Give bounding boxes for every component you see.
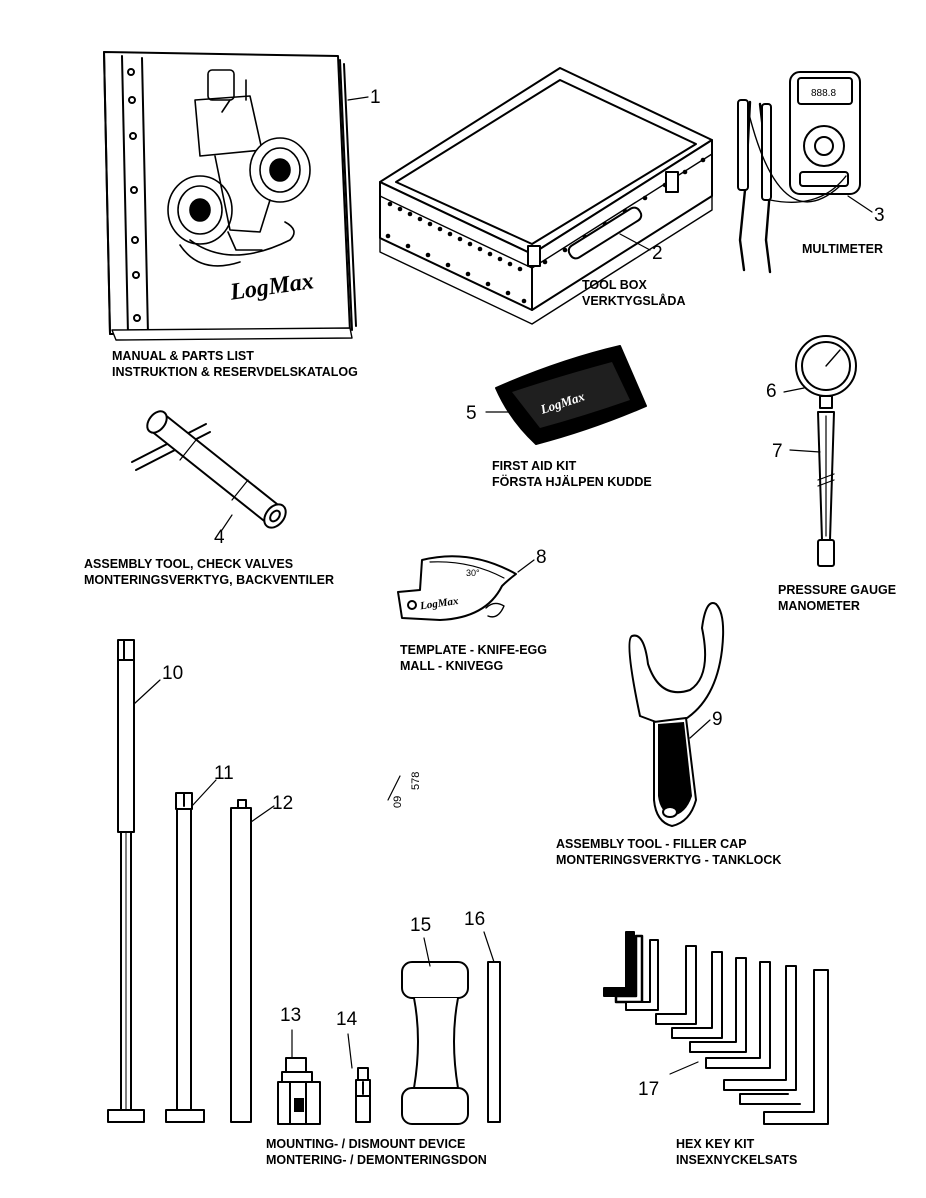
knife-template-illustration xyxy=(397,555,517,621)
caption-pressure-gauge-en: PRESSURE GAUGE xyxy=(778,583,897,597)
drawing-number-code: 578 xyxy=(410,771,422,790)
caption-mounting-device-en: MOUNTING- / DISMOUNT DEVICE xyxy=(266,1137,466,1151)
caption-hex-key-kit-sv: INSEXNYCKELSATS xyxy=(676,1153,798,1167)
caption-knife-template: TEMPLATE - KNIFE-EGG MALL - KNIVEGG xyxy=(400,642,547,674)
caption-manual-en: MANUAL & PARTS LIST xyxy=(112,349,254,363)
tool-box-illustration xyxy=(379,67,713,325)
spool-15-illustration xyxy=(401,961,469,1125)
item-number-12: 12 xyxy=(272,793,294,814)
caption-knife-template-en: TEMPLATE - KNIFE-EGG xyxy=(400,643,547,657)
caption-tool-box-en: TOOL BOX xyxy=(582,278,647,292)
caption-first-aid-kit-sv: FÖRSTA HJÄLPEN KUDDE xyxy=(492,475,652,489)
caption-pressure-gauge: PRESSURE GAUGE MANOMETER xyxy=(778,582,896,614)
bar-16-illustration xyxy=(487,961,501,1123)
caption-filler-cap-tool-sv: MONTERINGSVERKTYG - TANKLOCK xyxy=(556,853,782,867)
multimeter-illustration xyxy=(737,71,861,274)
mounting-device-14-illustration xyxy=(355,1067,371,1123)
item-number-11: 11 xyxy=(214,763,234,784)
item-number-5: 5 xyxy=(466,403,477,424)
item-number-7: 7 xyxy=(772,441,783,462)
bar-12-illustration xyxy=(230,799,252,1123)
caption-check-valve-tool: ASSEMBLY TOOL, CHECK VALVES MONTERINGSVE… xyxy=(84,556,334,588)
item-number-13: 13 xyxy=(280,1005,302,1026)
rod-11-illustration xyxy=(165,792,205,1123)
pressure-gauge-illustration xyxy=(795,335,857,567)
caption-hex-key-kit-en: HEX KEY KIT xyxy=(676,1137,755,1151)
caption-check-valve-tool-sv: MONTERINGSVERKTYG, BACKVENTILER xyxy=(84,573,335,587)
item-number-10: 10 xyxy=(162,663,184,684)
item-number-8: 8 xyxy=(536,547,547,568)
caption-knife-template-sv: MALL - KNIVEGG xyxy=(400,659,504,673)
filler-cap-tool-illustration xyxy=(628,602,725,827)
check-valve-tool-illustration xyxy=(131,410,287,529)
caption-tool-box: TOOL BOX VERKTYGSLÅDA xyxy=(582,277,685,309)
item-number-1: 1 xyxy=(370,87,381,108)
rod-10-illustration xyxy=(107,639,145,1123)
caption-first-aid-kit: FIRST AID KIT FÖRSTA HJÄLPEN KUDDE xyxy=(492,458,652,490)
caption-mounting-device: MOUNTING- / DISMOUNT DEVICE MONTERING- /… xyxy=(266,1136,487,1168)
caption-first-aid-kit-en: FIRST AID KIT xyxy=(492,459,577,473)
item-number-15: 15 xyxy=(410,915,432,936)
caption-manual-sv: INSTRUKTION & RESERVDELSKATALOG xyxy=(112,365,358,379)
first-aid-kit-illustration xyxy=(495,345,647,445)
caption-pressure-gauge-sv: MANOMETER xyxy=(778,599,860,613)
item-number-17: 17 xyxy=(638,1079,660,1100)
caption-multimeter-en: MULTIMETER xyxy=(802,242,884,256)
caption-tool-box-sv: VERKTYGSLÅDA xyxy=(582,294,686,308)
item-number-14: 14 xyxy=(336,1009,358,1030)
caption-filler-cap-tool: ASSEMBLY TOOL - FILLER CAP MONTERINGSVER… xyxy=(556,836,781,868)
hex-key-kit-illustration xyxy=(603,931,829,1125)
caption-multimeter: MULTIMETER xyxy=(802,241,883,257)
item-number-9: 9 xyxy=(712,709,723,730)
item-number-2: 2 xyxy=(652,243,663,264)
caption-manual: MANUAL & PARTS LIST INSTRUKTION & RESERV… xyxy=(112,348,358,380)
caption-mounting-device-sv: MONTERING- / DEMONTERINGSDON xyxy=(266,1153,487,1167)
manual-binder-illustration xyxy=(103,51,357,341)
caption-hex-key-kit: HEX KEY KIT INSEXNYCKELSATS xyxy=(676,1136,797,1168)
item-number-4: 4 xyxy=(214,527,225,548)
caption-check-valve-tool-en: ASSEMBLY TOOL, CHECK VALVES xyxy=(84,557,294,571)
template-angle-label: 30° xyxy=(466,568,480,578)
drawing-sheet-code: 09 xyxy=(392,795,404,808)
mounting-device-13-illustration xyxy=(277,1057,321,1125)
item-number-16: 16 xyxy=(464,909,486,930)
multimeter-display-value: 888.8 xyxy=(811,88,836,99)
item-number-6: 6 xyxy=(766,381,777,402)
item-number-3: 3 xyxy=(874,205,885,226)
caption-filler-cap-tool-en: ASSEMBLY TOOL - FILLER CAP xyxy=(556,837,747,851)
template-logo: LogMax xyxy=(418,595,459,612)
